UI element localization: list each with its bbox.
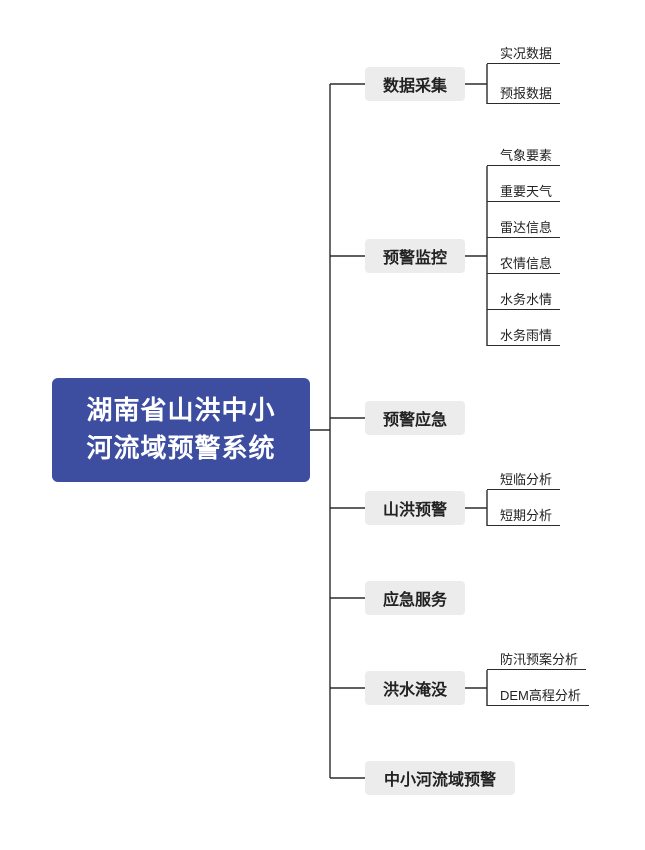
branch-node-river-basin-warning[interactable]: 中小河流域预警 bbox=[365, 761, 515, 795]
leaf-node-realtime-data[interactable]: 实况数据 bbox=[487, 43, 561, 64]
leaf-node-forecast-data[interactable]: 预报数据 bbox=[487, 83, 561, 104]
branch-node-emergency-service[interactable]: 应急服务 bbox=[365, 581, 465, 615]
leaf-node-radar-info[interactable]: 雷达信息 bbox=[487, 217, 561, 238]
leaf-node-shortterm-analysis[interactable]: 短期分析 bbox=[487, 505, 561, 526]
root-node[interactable]: 湖南省山洪中小 河流域预警系统 bbox=[52, 378, 310, 482]
root-node-label-line1: 湖南省山洪中小 bbox=[86, 395, 276, 426]
leaf-node-meteo-elements[interactable]: 气象要素 bbox=[487, 145, 561, 166]
leaf-node-dem-elevation-analysis[interactable]: DEM高程分析 bbox=[487, 685, 589, 706]
leaf-node-severe-weather[interactable]: 重要天气 bbox=[487, 181, 561, 202]
branch-node-flood-inundation[interactable]: 洪水淹没 bbox=[365, 671, 465, 705]
leaf-node-rain-regime[interactable]: 水务雨情 bbox=[487, 325, 561, 346]
branch-node-warning-emergency[interactable]: 预警应急 bbox=[365, 401, 465, 435]
branch-node-data-collection[interactable]: 数据采集 bbox=[365, 67, 465, 101]
branch-node-warning-monitor[interactable]: 预警监控 bbox=[365, 239, 465, 273]
leaf-node-agri-info[interactable]: 农情信息 bbox=[487, 253, 561, 274]
branch-node-flash-flood-warning[interactable]: 山洪预警 bbox=[365, 491, 465, 525]
leaf-node-flood-plan-analysis[interactable]: 防汛预案分析 bbox=[487, 649, 587, 670]
root-node-label-line2: 河流域预警系统 bbox=[86, 433, 276, 463]
leaf-node-water-regime[interactable]: 水务水情 bbox=[487, 289, 561, 310]
leaf-node-nowcast-analysis[interactable]: 短临分析 bbox=[487, 469, 561, 490]
